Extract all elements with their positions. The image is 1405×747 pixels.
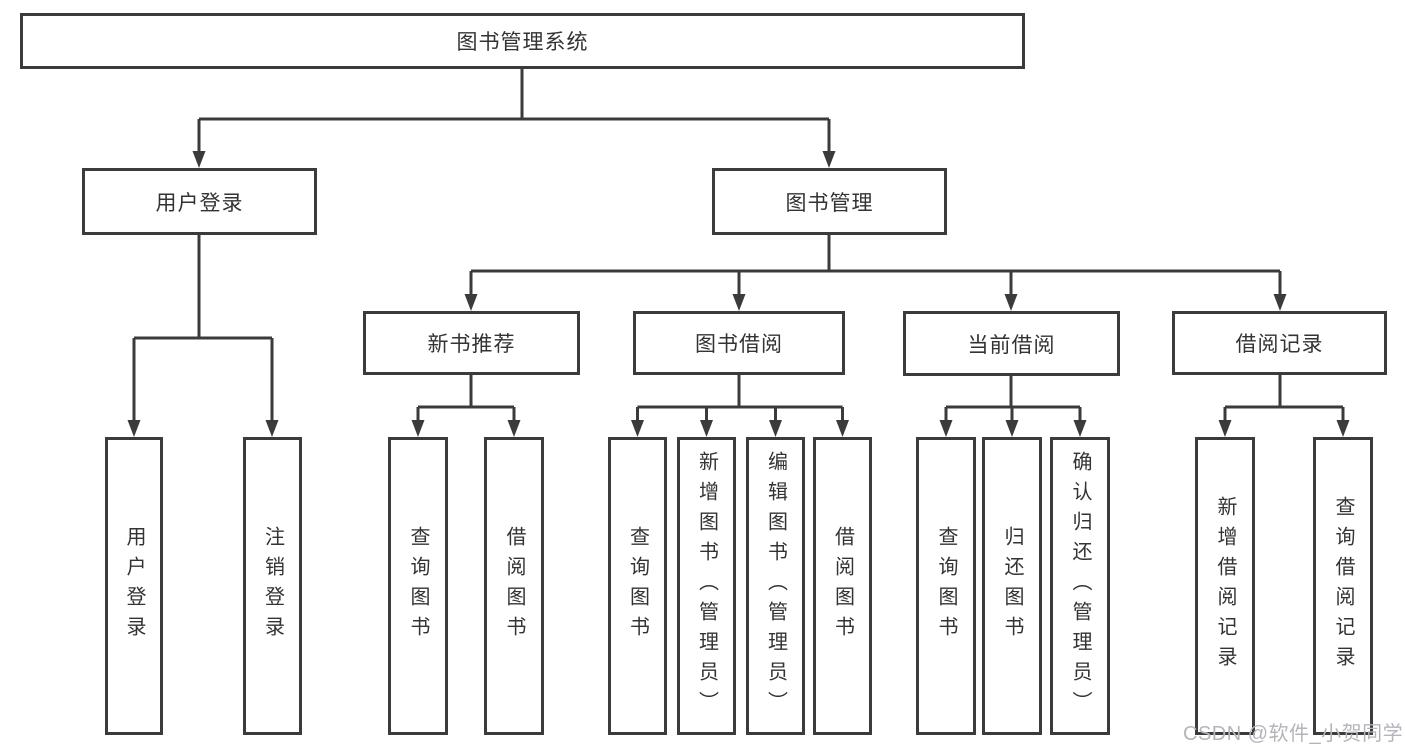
node-new-book-recommend: 新书推荐 (363, 311, 580, 375)
node-library-management-system: 图书管理系统 (20, 13, 1025, 69)
leaf-query-books-recommend: 查询图书 (388, 437, 448, 735)
leaf-borrow-books-recommend: 借阅图书 (484, 437, 544, 735)
node-borrow-records: 借阅记录 (1172, 311, 1387, 375)
leaf-return-books: 归还图书 (982, 437, 1042, 735)
leaf-user-login: 用户登录 (105, 437, 163, 735)
leaf-query-borrow-record: 查询借阅记录 (1313, 437, 1373, 735)
node-user-login: 用户登录 (82, 168, 317, 235)
leaf-logout: 注销登录 (243, 437, 302, 735)
node-current-borrow: 当前借阅 (903, 311, 1120, 376)
leaf-confirm-return-admin: 确认归还（管理员） (1050, 437, 1110, 735)
leaf-edit-book-admin: 编辑图书（管理员） (746, 437, 805, 735)
leaf-borrow-books: 借阅图书 (813, 437, 872, 735)
leaf-add-borrow-record: 新增借阅记录 (1195, 437, 1255, 735)
leaf-query-books-borrow: 查询图书 (608, 437, 667, 735)
node-book-borrow: 图书借阅 (633, 311, 845, 375)
arrowheads (127, 151, 1350, 437)
leaf-add-book-admin: 新增图书（管理员） (677, 437, 736, 735)
csdn-watermark: CSDN @软件_小贺同学 (1183, 723, 1404, 745)
node-book-management: 图书管理 (712, 168, 947, 235)
leaf-query-books-current: 查询图书 (916, 437, 976, 735)
